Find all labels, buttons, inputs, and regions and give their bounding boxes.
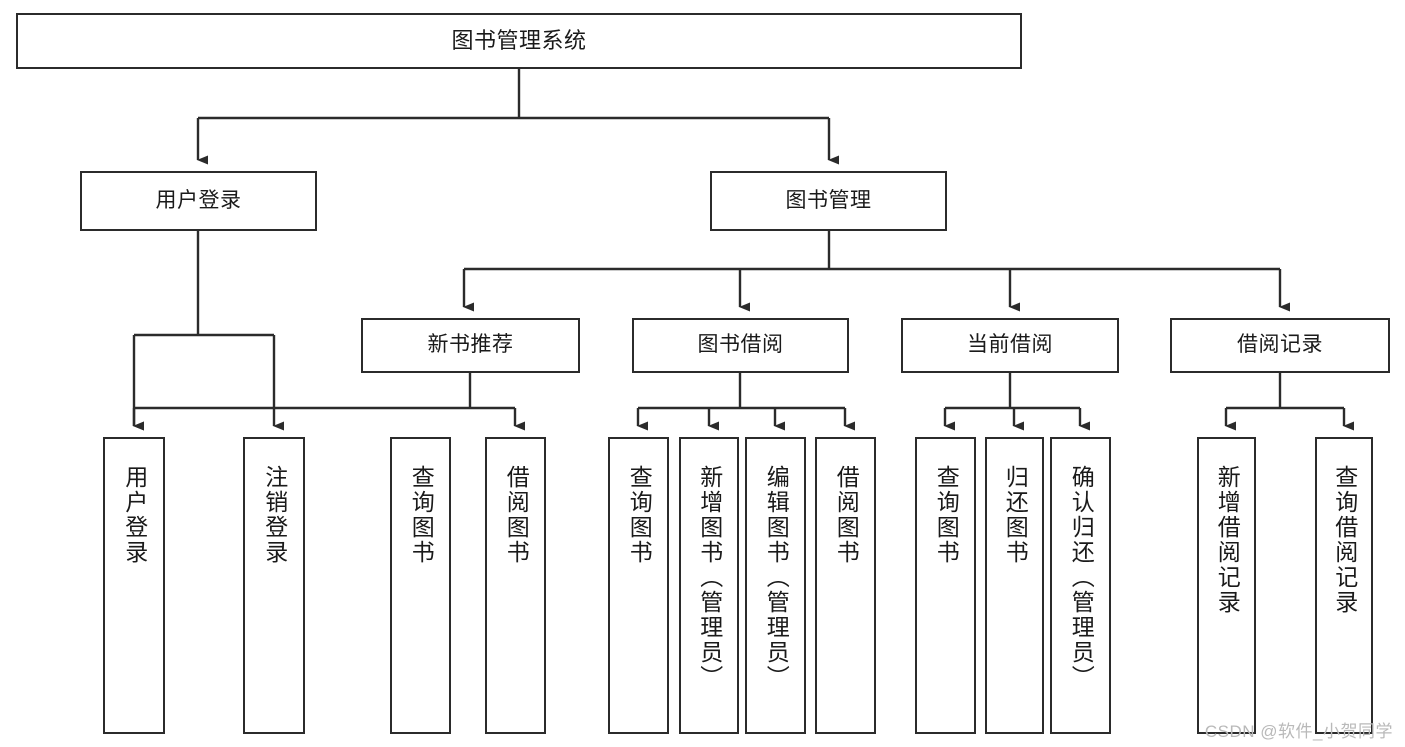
node-level3-3[interactable]: 借阅记录 — [1170, 318, 1390, 373]
node-level2-0[interactable]: 用户登录 — [80, 171, 317, 231]
node-leaf-7[interactable]: 借阅图书 — [815, 437, 876, 734]
node-level3-0[interactable]: 新书推荐 — [361, 318, 580, 373]
node-leaf-10[interactable]: 确认归还（管理员） — [1050, 437, 1111, 734]
node-level3-1[interactable]: 图书借阅 — [632, 318, 849, 373]
node-label: 查询图书 — [626, 465, 653, 565]
node-leaf-11[interactable]: 新增借阅记录 — [1197, 437, 1256, 734]
node-label: 归还图书 — [1002, 465, 1029, 565]
node-leaf-1[interactable]: 注销登录 — [243, 437, 305, 734]
node-label: 新书推荐 — [427, 333, 514, 357]
node-label: 借阅图书 — [503, 465, 530, 565]
node-label: 编辑图书（管理员） — [763, 465, 790, 690]
node-leaf-0[interactable]: 用户登录 — [103, 437, 165, 734]
node-leaf-3[interactable]: 借阅图书 — [485, 437, 546, 734]
node-label: 用户登录 — [155, 188, 242, 212]
node-leaf-2[interactable]: 查询图书 — [390, 437, 451, 734]
node-leaf-5[interactable]: 新增图书（管理员） — [679, 437, 739, 734]
node-leaf-9[interactable]: 归还图书 — [985, 437, 1044, 734]
node-label: 用户登录 — [121, 465, 148, 565]
node-level3-2[interactable]: 当前借阅 — [901, 318, 1119, 373]
node-label: 借阅记录 — [1237, 333, 1323, 357]
node-label: 查询图书 — [408, 465, 435, 565]
watermark-credit: CSDN @软件_小贺同学 — [1204, 722, 1393, 741]
node-leaf-4[interactable]: 查询图书 — [608, 437, 669, 734]
node-label: 新增借阅记录 — [1214, 465, 1241, 615]
node-label: 借阅图书 — [833, 465, 860, 565]
node-label: 图书管理 — [785, 188, 872, 212]
node-label: 查询图书 — [933, 465, 960, 565]
node-label: 新增图书（管理员） — [696, 465, 723, 690]
node-root-system[interactable]: 图书管理系统 — [16, 13, 1022, 69]
node-label: 查询借阅记录 — [1331, 465, 1358, 615]
node-leaf-8[interactable]: 查询图书 — [915, 437, 976, 734]
node-label: 当前借阅 — [967, 333, 1053, 357]
node-label: 注销登录 — [261, 465, 288, 565]
node-level2-1[interactable]: 图书管理 — [710, 171, 947, 231]
node-leaf-6[interactable]: 编辑图书（管理员） — [745, 437, 806, 734]
node-label: 确认归还（管理员） — [1068, 465, 1095, 690]
node-label: 图书管理系统 — [451, 28, 587, 54]
node-leaf-12[interactable]: 查询借阅记录 — [1315, 437, 1373, 734]
node-label: 图书借阅 — [697, 333, 784, 357]
